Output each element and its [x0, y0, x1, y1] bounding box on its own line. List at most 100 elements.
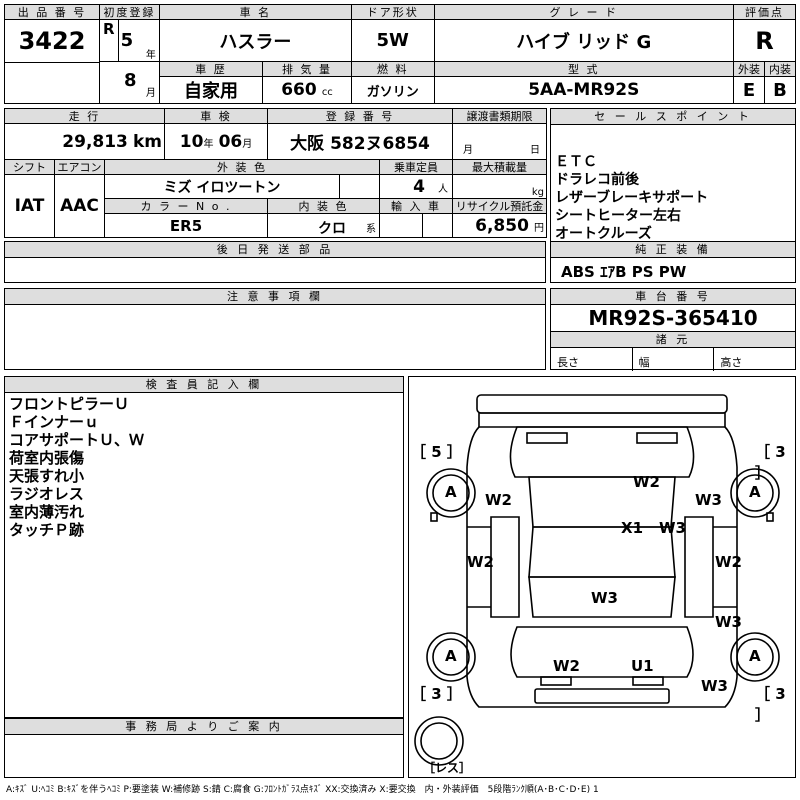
- inspector-note: タッチＰ跡: [9, 521, 85, 539]
- reg-label: 登 録 番 号: [267, 108, 454, 124]
- score: R: [732, 19, 797, 62]
- tail-right: [632, 676, 664, 686]
- caution-label: 注 意 事 項 欄: [5, 289, 545, 305]
- trunk-mark: U1: [631, 657, 654, 675]
- height-label: 高さ: [720, 356, 743, 369]
- wheel-fr-mark: A: [749, 483, 761, 501]
- rear-glass: [528, 576, 676, 618]
- capacity-label: 乗車定員: [379, 159, 454, 175]
- mirror-right: [766, 512, 774, 522]
- roof: [528, 526, 676, 578]
- wheel-rl-mark: A: [445, 647, 457, 665]
- year-cell: 5 年: [117, 19, 160, 62]
- mileage-unit: km: [132, 131, 163, 152]
- int-color-label: 内 装 色: [267, 198, 381, 214]
- width-label: 幅: [633, 348, 715, 371]
- month: 8: [124, 70, 137, 91]
- sales-item: レザーブレーキサポート: [555, 190, 709, 206]
- sales-item: オートクルーズ: [555, 226, 652, 242]
- inspector-note: 天張すれ小: [9, 467, 85, 485]
- mirror-left: [430, 512, 438, 522]
- hood-mark: W2: [633, 473, 660, 491]
- recycle: 6,850: [475, 215, 529, 236]
- model-label: 型 式: [433, 61, 734, 77]
- car-diagram-box: ［ 5 ］ ［ 3 ］ ［ 3 ］ ［ 3 ］ ［レス］ A A A A W2 …: [408, 376, 796, 778]
- dims-row: 長さ 幅 高さ: [551, 348, 795, 371]
- rear-glass-mark: W3: [591, 589, 618, 607]
- sales-item: ＥＴＣ: [555, 154, 597, 170]
- tire-fl-label: ［ 5 ］: [411, 443, 462, 461]
- int-grade: B: [763, 76, 797, 104]
- sales-item: シートヒーター左右: [555, 208, 681, 224]
- month-cell: 8 月: [99, 61, 160, 104]
- capacity: 4: [413, 176, 425, 197]
- header-table: 出 品 番 号 初度登録 車 名 ドア形状 グ レ ー ド 評価点 3422 R…: [4, 4, 797, 104]
- transfer-day: 日: [530, 145, 541, 156]
- disp-unit: cc: [321, 87, 333, 98]
- rear-bumper: [534, 688, 670, 704]
- spare-tire-inner: [420, 722, 458, 760]
- load-label: 最大積載量: [452, 159, 548, 175]
- sales-list: ＥＴＣ ドラレコ前後 レザーブレーキサポート シートヒーター左右 オートクルーズ: [551, 125, 795, 243]
- chassis-label: 車 台 番 号: [551, 289, 795, 305]
- displacement: 660: [281, 80, 317, 100]
- color-blank: [339, 174, 381, 199]
- wheel-rear-left-inner: [432, 638, 470, 676]
- grade-label: グ レ ー ド: [433, 4, 734, 20]
- wheel-front-right: [730, 468, 780, 518]
- equipment: ABS ｴｱB PS PW: [561, 263, 687, 281]
- sales-points-box: セ ー ル ス ポ イ ン ト ＥＴＣ ドラレコ前後 レザーブレーキサポート シ…: [550, 108, 796, 283]
- chassis-box: 車 台 番 号 MR92S-365410 諸 元 長さ 幅 高さ: [550, 288, 796, 371]
- left-door-frame: [490, 516, 520, 618]
- ext-label: 外装: [732, 61, 765, 77]
- reg-number: 大阪 582ヌ6854: [267, 123, 454, 160]
- year-unit: 年: [145, 50, 156, 61]
- inspect-cell: 10年 06月: [164, 123, 269, 160]
- spare-tire: [414, 716, 464, 766]
- equip-label: 純 正 装 備: [551, 242, 795, 258]
- front-right-fender-mark: W3: [695, 491, 722, 509]
- trunk: [510, 626, 694, 678]
- dims-label: 諸 元: [551, 332, 795, 348]
- name-label: 車 名: [158, 4, 352, 20]
- lot-number-cell: 3422: [4, 19, 100, 104]
- wheel-rear-left: [426, 632, 476, 682]
- capacity-cell: 4 人: [379, 174, 454, 199]
- tail-left: [540, 676, 572, 686]
- import-label: 輸 入 車: [379, 198, 454, 214]
- shift: IAT: [4, 174, 55, 238]
- body-outline: [466, 426, 738, 708]
- color-no: ER5: [103, 213, 269, 238]
- inspect-year-unit: 年: [203, 138, 214, 150]
- car-name: ハスラー: [158, 19, 352, 62]
- mileage: 29,813: [62, 131, 128, 152]
- year: 5: [120, 30, 134, 51]
- transfer-cell: 月 日: [452, 123, 548, 160]
- inspector-note: コアサポートＵ、Ｗ: [9, 431, 145, 449]
- grade: ハイブ リッド G: [433, 19, 734, 62]
- office-label: 事 務 局 よ り ご 案 内: [5, 719, 403, 735]
- model: 5AA-MR92S: [433, 76, 734, 104]
- inspect-label: 車 検: [164, 108, 269, 124]
- sales-item: ドラレコ前後: [555, 172, 639, 188]
- hood-vent-left: [526, 432, 568, 444]
- chassis-number: MR92S-365410: [551, 305, 795, 332]
- wheel-fl-mark: A: [445, 483, 457, 501]
- fuel: ガソリン: [350, 76, 435, 104]
- color-no-label: カ ラ ー N o .: [103, 198, 269, 214]
- car-diagram: [414, 394, 780, 766]
- history-label: 車 歴: [158, 61, 264, 77]
- tire-rl-label: ［ 3 ］: [411, 685, 462, 703]
- ac: AAC: [54, 174, 105, 238]
- tire-fr-label: ［ 3 ］: [755, 443, 786, 482]
- office-box: 事 務 局 よ り ご 案 内: [4, 718, 404, 778]
- ac-label: エアコン: [54, 159, 105, 175]
- inspector-box: 検 査 員 記 入 欄 フロントピラーＵ Ｆインナーｕ コアサポートＵ、Ｗ 荷室…: [4, 376, 404, 718]
- later-parts-label: 後 日 発 送 部 品: [5, 242, 545, 258]
- inspect-year: 10: [179, 131, 204, 152]
- recycle-label: リサイクル預託金: [452, 198, 548, 214]
- inspector-note: フロントピラーＵ: [9, 395, 130, 413]
- color-label: 外 装 色: [103, 159, 381, 175]
- int-color-unit: 系: [366, 224, 377, 235]
- tire-rr-label: ［ 3 ］: [755, 685, 786, 724]
